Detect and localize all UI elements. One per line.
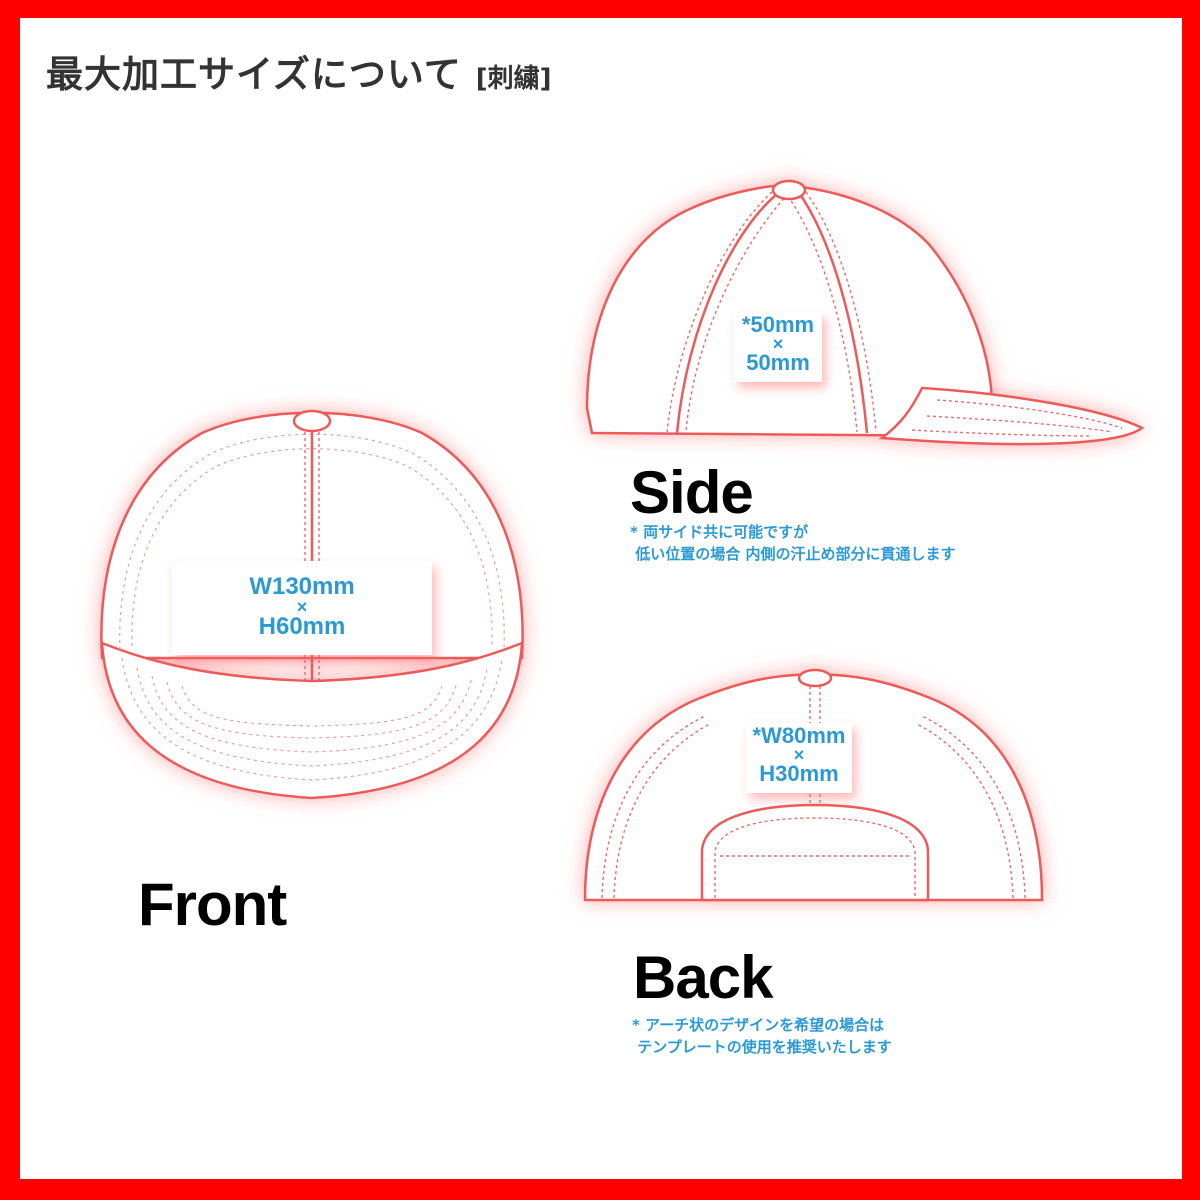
title-subtitle: [刺繍] [475, 64, 552, 94]
side-dim-width: *50mm [741, 312, 815, 337]
front-label: Front [138, 871, 287, 938]
back-dim-width: *W80mm [752, 723, 846, 748]
back-dim-separator: × [793, 745, 805, 765]
page-canvas: 最大加工サイズについて [刺繍] W130mm × H60mm Front [20, 18, 1182, 1179]
back-note: * アーチ状のデザインを希望の場合は テンプレートの使用を推奨いたします [632, 1016, 892, 1056]
side-dim-height: 50mm [746, 350, 810, 376]
title-text: 最大加工サイズについて [46, 53, 462, 96]
page-title: 最大加工サイズについて [刺繍] [46, 44, 552, 98]
side-dimension-box: *50mm × 50mm [734, 312, 822, 382]
side-label: Side [630, 459, 754, 526]
back-dim-height: H30mm [759, 761, 839, 787]
cap-side-icon [585, 179, 1145, 446]
front-dimension-box: W130mm × H60mm [172, 561, 432, 655]
back-dimension-box: *W80mm × H30mm [746, 723, 852, 793]
front-dim-width: W130mm [249, 573, 355, 600]
side-note: * 両サイド共に可能ですが 低い位置の場合 内側の汗止め部分に貫通します [630, 523, 956, 563]
side-dim-separator: × [772, 334, 784, 354]
front-dim-separator: × [296, 597, 308, 617]
front-dim-height: H60mm [258, 613, 346, 641]
back-label: Back [633, 944, 773, 1011]
